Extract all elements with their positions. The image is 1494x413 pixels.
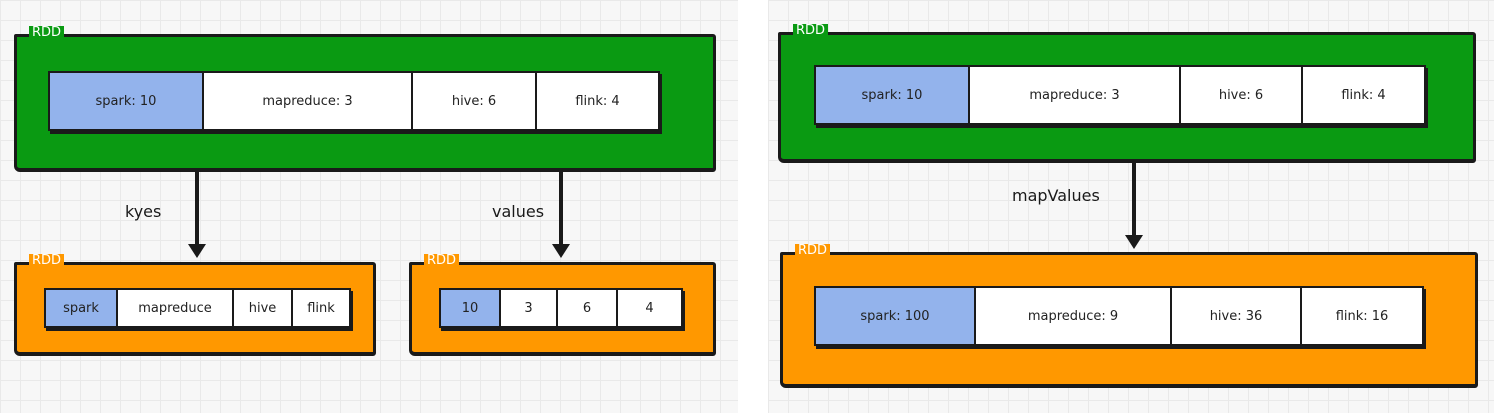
values-rdd-container: RDD 10 3 6 4 (409, 254, 716, 356)
keys-cell-mapreduce: mapreduce (118, 290, 234, 326)
result-rdd-container: RDD spark: 100 mapreduce: 9 hive: 36 fli… (780, 244, 1478, 388)
rdd-label: RDD (795, 244, 831, 258)
source-rdd-container: RDD spark: 10 mapreduce: 3 hive: 6 flink… (14, 26, 716, 172)
rdd-label: RDD (29, 254, 65, 268)
left-panel: RDD spark: 10 mapreduce: 3 hive: 6 flink… (0, 0, 738, 413)
keys-cell-spark: spark (46, 290, 118, 326)
values-arrow (552, 170, 570, 258)
values-rdd-strip: 10 3 6 4 (439, 288, 683, 328)
values-cell-4: 4 (645, 300, 654, 316)
rdd-label: RDD (793, 24, 829, 38)
keys-op-label: kyes (125, 202, 162, 221)
source-cell-spark: spark: 10 (816, 67, 970, 123)
result-cell-flink: flink: 16 (1335, 308, 1389, 324)
source-cell-spark: spark: 10 (50, 73, 204, 129)
result-cell-mapreduce: mapreduce: 9 (976, 288, 1172, 344)
source-rdd-container: RDD spark: 10 mapreduce: 3 hive: 6 flink… (778, 24, 1476, 163)
source-cell-mapreduce: mapreduce: 3 (970, 67, 1181, 123)
source-cell-hive: hive: 6 (413, 73, 537, 129)
values-cell-3: 3 (501, 290, 558, 326)
keys-rdd-container: RDD spark mapreduce hive flink (14, 254, 376, 356)
values-cell-6: 6 (558, 290, 618, 326)
rdd-label: RDD (29, 26, 65, 40)
right-panel: RDD spark: 10 mapreduce: 3 hive: 6 flink… (768, 0, 1494, 413)
rdd-label: RDD (424, 254, 460, 268)
keys-cell-hive: hive (234, 290, 293, 326)
result-cell-spark: spark: 100 (816, 288, 976, 344)
source-cell-flink: flink: 4 (575, 93, 620, 109)
result-rdd-strip: spark: 100 mapreduce: 9 hive: 36 flink: … (814, 286, 1424, 346)
source-cell-mapreduce: mapreduce: 3 (204, 73, 413, 129)
source-cell-flink: flink: 4 (1341, 87, 1386, 103)
keys-rdd-strip: spark mapreduce hive flink (44, 288, 351, 328)
keys-cell-flink: flink (307, 300, 335, 316)
mapvalues-arrow (1125, 161, 1143, 249)
source-rdd-strip: spark: 10 mapreduce: 3 hive: 6 flink: 4 (48, 71, 660, 131)
mapvalues-op-label: mapValues (1012, 186, 1100, 205)
source-rdd-strip: spark: 10 mapreduce: 3 hive: 6 flink: 4 (814, 65, 1426, 125)
keys-arrow (188, 170, 206, 258)
result-cell-hive: hive: 36 (1172, 288, 1302, 344)
values-cell-10: 10 (441, 290, 501, 326)
values-op-label: values (492, 202, 545, 221)
source-cell-hive: hive: 6 (1181, 67, 1303, 123)
